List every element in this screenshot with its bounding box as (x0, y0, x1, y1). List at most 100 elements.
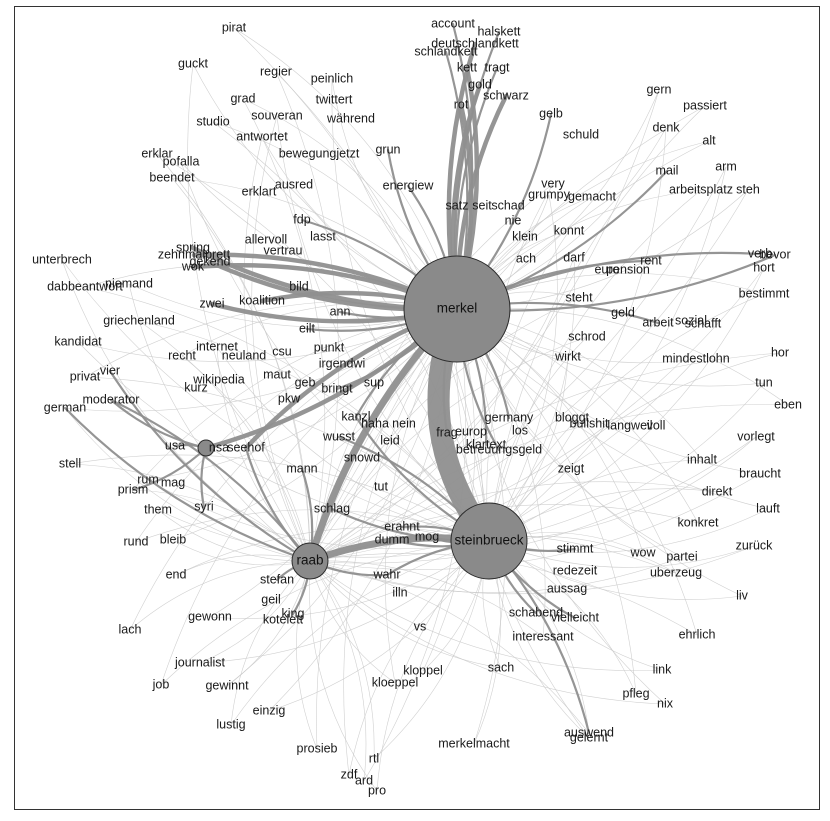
word-label-wirkt[interactable]: wirkt (554, 349, 581, 363)
word-label-los[interactable]: los (512, 423, 528, 437)
word-label-regier[interactable]: regier (260, 64, 292, 78)
word-label-bestimmt[interactable]: bestimmt (739, 286, 790, 300)
word-label-schafft[interactable]: schafft (685, 316, 722, 330)
word-label-arbeitsplatz[interactable]: arbeitsplatz (669, 182, 733, 196)
word-label-leid[interactable]: leid (380, 433, 400, 447)
word-label-job[interactable]: job (152, 677, 170, 691)
word-label-lach[interactable]: lach (119, 622, 142, 636)
word-label-mog[interactable]: mog (415, 529, 439, 543)
word-label-schwarz[interactable]: schwarz (483, 88, 529, 102)
word-label-interessant[interactable]: interessant (512, 629, 574, 643)
word-label-lauft[interactable]: lauft (756, 501, 780, 515)
word-label-account[interactable]: account (431, 16, 475, 30)
word-label-ard[interactable]: ard (355, 773, 373, 787)
word-label-twittert[interactable]: twittert (316, 92, 353, 106)
word-label-vier[interactable]: vier (100, 363, 120, 377)
word-label-denk[interactable]: denk (652, 120, 680, 134)
word-label-pro[interactable]: pro (368, 783, 386, 797)
word-label-steht[interactable]: steht (565, 290, 593, 304)
word-label-zwei[interactable]: zwei (199, 296, 224, 310)
word-label-auswend[interactable]: auswend (564, 725, 614, 739)
word-label-bullshit[interactable]: bullshit (570, 416, 609, 430)
word-label-sach[interactable]: sach (488, 660, 514, 674)
word-label-maut[interactable]: maut (263, 367, 291, 381)
word-label-schabend[interactable]: schabend (509, 605, 563, 619)
word-label-klartext[interactable]: klartext (466, 437, 507, 451)
word-label-einzig[interactable]: einzig (253, 703, 286, 717)
word-label-pofalla[interactable]: pofalla (163, 154, 200, 168)
word-label-end[interactable]: end (166, 567, 187, 581)
word-label-energiew[interactable]: energiew (383, 178, 435, 192)
word-label-spring[interactable]: spring (176, 240, 210, 254)
word-label-wikipedia[interactable]: wikipedia (192, 372, 244, 386)
word-label-klein[interactable]: klein (512, 229, 538, 243)
word-label-schad[interactable]: schad (491, 198, 524, 212)
word-label-geil[interactable]: geil (261, 592, 280, 606)
word-label-schlag[interactable]: schlag (314, 501, 350, 515)
word-label-usa[interactable]: usa (165, 438, 185, 452)
word-label-schlandkett[interactable]: schlandkett (414, 44, 478, 58)
word-label-gemacht[interactable]: gemacht (568, 189, 616, 203)
word-label-kanzl[interactable]: kanzl (341, 409, 370, 423)
word-label-satz[interactable]: satz (446, 198, 469, 212)
word-label-guckt[interactable]: guckt (178, 56, 208, 70)
word-label-seit[interactable]: seit (472, 198, 492, 212)
word-label-pirat[interactable]: pirat (222, 20, 247, 34)
word-label-vertrau[interactable]: vertrau (264, 243, 303, 257)
word-label-journalist[interactable]: journalist (174, 655, 226, 669)
word-label-bewegungjetzt[interactable]: bewegungjetzt (279, 146, 360, 160)
word-label-ehrlich[interactable]: ehrlich (679, 627, 716, 641)
word-label-irgendwi[interactable]: irgendwi (319, 356, 366, 370)
word-label-verb[interactable]: verb (748, 246, 772, 260)
word-label-rtl[interactable]: rtl (369, 751, 379, 765)
word-label-kandidat[interactable]: kandidat (54, 334, 102, 348)
word-label-geb[interactable]: geb (295, 375, 316, 389)
word-label-german[interactable]: german (44, 400, 86, 414)
word-label-internet[interactable]: internet (196, 339, 238, 353)
word-label-ach[interactable]: ach (516, 251, 536, 265)
word-label-tun[interactable]: tun (755, 375, 772, 389)
word-label-lustig[interactable]: lustig (216, 717, 245, 731)
word-label-privat[interactable]: privat (70, 369, 101, 383)
word-label-seehof[interactable]: seehof (227, 440, 265, 454)
word-label-niemand[interactable]: niemand (105, 276, 153, 290)
word-label-erahnt[interactable]: erahnt (384, 519, 420, 533)
word-label-euro[interactable]: euro (594, 262, 619, 276)
word-label-beendet[interactable]: beendet (149, 170, 195, 184)
word-label-deutschlandkett[interactable]: deutschlandkett (431, 36, 519, 50)
word-label-eben[interactable]: eben (774, 397, 802, 411)
word-label-mag[interactable]: mag (161, 475, 185, 489)
word-label-voll[interactable]: voll (647, 418, 666, 432)
word-label-tragt[interactable]: tragt (484, 60, 510, 74)
word-label-gewonn[interactable]: gewonn (188, 609, 232, 623)
word-label-zdf[interactable]: zdf (341, 767, 358, 781)
hub-node-merkel[interactable] (403, 255, 511, 363)
word-label-konnt[interactable]: konnt (554, 223, 585, 237)
word-label-illn[interactable]: illn (392, 585, 407, 599)
word-label-inhalt[interactable]: inhalt (687, 452, 717, 466)
word-label-fdp[interactable]: fdp (293, 212, 310, 226)
word-label-rot[interactable]: rot (454, 97, 469, 111)
word-label-unterbrech[interactable]: unterbrech (32, 252, 92, 266)
word-label-kurz[interactable]: kurz (184, 380, 208, 394)
word-label-arm[interactable]: arm (715, 159, 737, 173)
word-label-nix[interactable]: nix (657, 696, 674, 710)
word-label-bloggt[interactable]: bloggt (555, 410, 590, 424)
word-label-gekend[interactable]: gekend (189, 254, 230, 268)
word-label-very[interactable]: very (541, 176, 565, 190)
word-label-schuld[interactable]: schuld (563, 127, 599, 141)
word-label-uberzeug[interactable]: uberzeug (650, 565, 702, 579)
word-label-zeigt[interactable]: zeigt (558, 461, 585, 475)
word-label-vs[interactable]: vs (414, 619, 427, 633)
word-label-sup[interactable]: sup (364, 375, 384, 389)
word-label-wok[interactable]: wok (181, 259, 205, 273)
word-label-ausred[interactable]: ausred (275, 177, 313, 191)
word-label-mindestlohn[interactable]: mindestlohn (662, 351, 729, 365)
word-label-merkelmacht[interactable]: merkelmacht (438, 736, 510, 750)
word-label-neuland[interactable]: neuland (222, 348, 267, 362)
word-label-germany[interactable]: germany (485, 410, 534, 424)
word-label-csu[interactable]: csu (272, 344, 292, 358)
word-label-allervoll[interactable]: allervoll (245, 232, 287, 246)
word-label-passiert[interactable]: passiert (683, 98, 727, 112)
word-label-grad[interactable]: grad (230, 91, 255, 105)
